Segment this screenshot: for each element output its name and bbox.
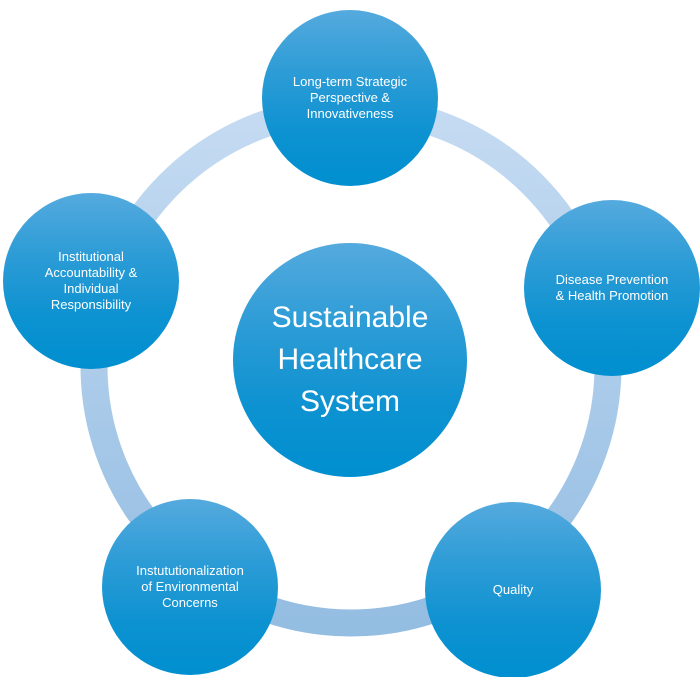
node-institutional-accountability: Institutional Accountability & Individua… xyxy=(3,193,179,369)
node-label-line: Institutional xyxy=(58,249,124,264)
center-label-line: Sustainable xyxy=(271,301,429,334)
node-label-line: Concerns xyxy=(162,595,218,610)
node-environmental-concerns: Instututionalization of Environmental Co… xyxy=(102,499,278,675)
node-quality: Quality xyxy=(425,502,601,677)
center-label-line: Healthcare xyxy=(277,343,423,376)
node-disease-prevention: Disease Prevention & Health Promotion xyxy=(524,200,700,376)
node-label-line: Perspective & xyxy=(309,90,391,105)
node-label-line: Responsibility xyxy=(50,297,132,312)
node-label-line: Instututionalization xyxy=(136,563,244,578)
center-label-line: System xyxy=(299,385,401,418)
node-label-line: of Environmental xyxy=(141,579,239,594)
node-label-line: Disease Prevention xyxy=(555,272,669,287)
node-label-line: Long-term Strategic xyxy=(292,74,408,89)
node-label-line: Accountability & xyxy=(44,265,138,280)
node-label-line: Quality xyxy=(492,582,534,597)
node-sustainable-healthcare-system: Sustainable Healthcare System xyxy=(233,243,467,477)
node-label-line: Individual xyxy=(63,281,119,296)
node-long-term-strategic: Long-term Strategic Perspective & Innova… xyxy=(262,10,438,186)
node-label-line: Innovativeness xyxy=(306,106,394,121)
node-label-line: & Health Promotion xyxy=(555,288,669,303)
